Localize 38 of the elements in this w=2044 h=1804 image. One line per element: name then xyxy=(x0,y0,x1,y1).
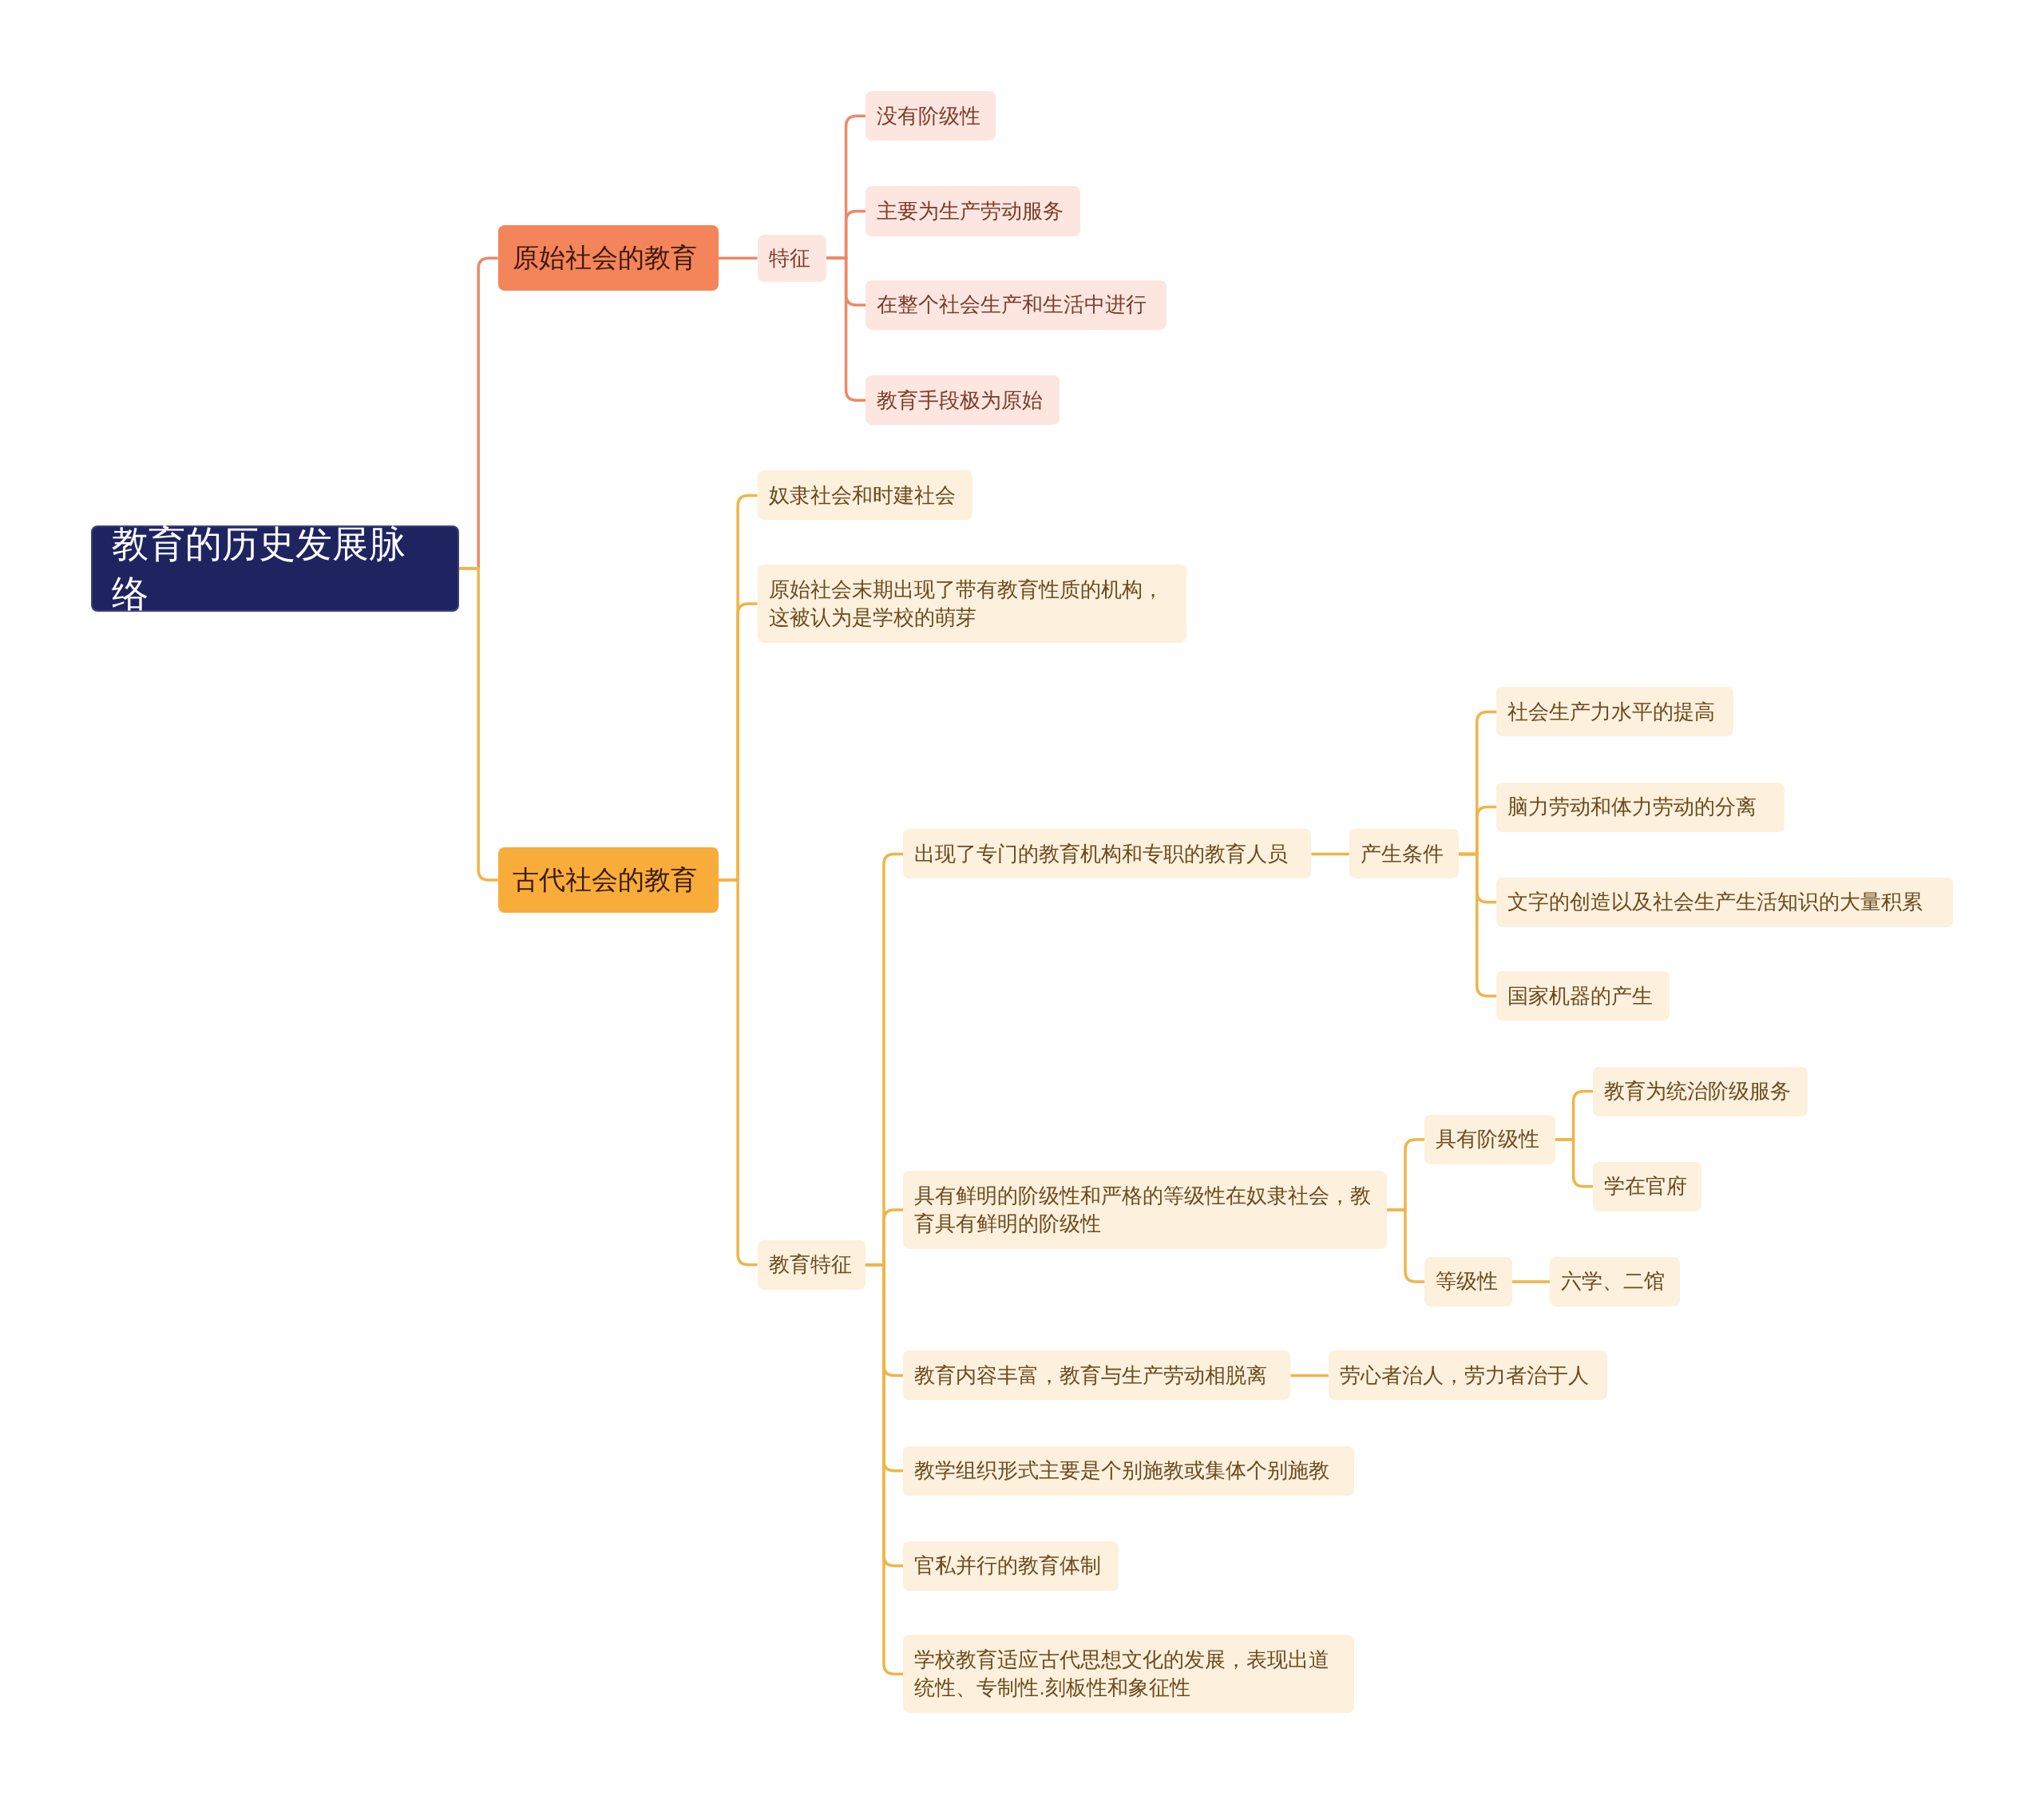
subtopic-box: 教育内容丰富，教育与生产劳动相脱离 xyxy=(903,1350,1291,1401)
subtopic-box: 文字的创造以及社会生产生活知识的大量积累 xyxy=(1496,877,1953,927)
subtopic-box: 产生条件 xyxy=(1349,829,1459,879)
subtopic-box: 奴隶社会和时建社会 xyxy=(757,470,972,521)
subtopic-box: 等级性 xyxy=(1424,1256,1512,1306)
subtopic-box: 特征 xyxy=(757,234,827,282)
subtopic-box: 原始社会末期出现了带有教育性质的机构，这被认为是学校的萌芽 xyxy=(757,564,1186,643)
connector-line xyxy=(458,567,498,882)
subtopic-box: 在整个社会生产和生活中进行 xyxy=(866,280,1167,331)
subtopic-box: 六学、二馆 xyxy=(1550,1256,1681,1306)
connector-line xyxy=(1555,1138,1594,1188)
subtopic-box: 官私并行的教育体制 xyxy=(903,1540,1119,1591)
connector-line xyxy=(1458,852,1497,998)
subtopic-box: 社会生产力水平的提高 xyxy=(1496,687,1734,737)
subtopic-box: 教育手段极为原始 xyxy=(866,375,1060,426)
subtopic-box: 教学组织形式主要是个别施教或集体个别施教 xyxy=(903,1445,1355,1496)
connector-line xyxy=(1387,1208,1425,1283)
subtopic-box: 国家机器的产生 xyxy=(1496,971,1670,1021)
subtopic-box: 劳心者治人，劳力者治于人 xyxy=(1328,1350,1608,1401)
root-topic-box: 教育的历史发展脉络 xyxy=(91,525,459,612)
subtopic-box: 出现了专门的教育机构和专职的教育人员 xyxy=(903,829,1312,879)
connector-line xyxy=(1311,852,1349,856)
subtopic-box: 脑力劳动和体力劳动的分离 xyxy=(1496,782,1785,832)
subtopic-box: 学校教育适应古代思想文化的发展，表现出道统性、专制性.刻板性和象征性 xyxy=(903,1635,1355,1714)
connector-line xyxy=(718,256,758,260)
subtopic-box: 主要为生产劳动服务 xyxy=(866,186,1081,236)
subtopic-box: 没有阶级性 xyxy=(866,91,996,141)
connector-line xyxy=(826,256,866,402)
main-topic-box: 古代社会的教育 xyxy=(497,847,719,913)
connector-line xyxy=(1511,1280,1551,1283)
subtopic-box: 教育特征 xyxy=(757,1239,866,1290)
subtopic-box: 教育为统治阶级服务 xyxy=(1593,1066,1808,1116)
subtopic-box: 学在官府 xyxy=(1593,1161,1701,1211)
subtopic-box: 具有鲜明的阶级性和严格的等级性在奴隶社会，教育具有鲜明的阶级性 xyxy=(903,1171,1388,1250)
connector-line xyxy=(718,878,758,1267)
connector-line xyxy=(1290,1374,1329,1378)
main-topic-box: 原始社会的教育 xyxy=(497,225,719,291)
subtopic-box: 具有阶级性 xyxy=(1424,1114,1555,1164)
